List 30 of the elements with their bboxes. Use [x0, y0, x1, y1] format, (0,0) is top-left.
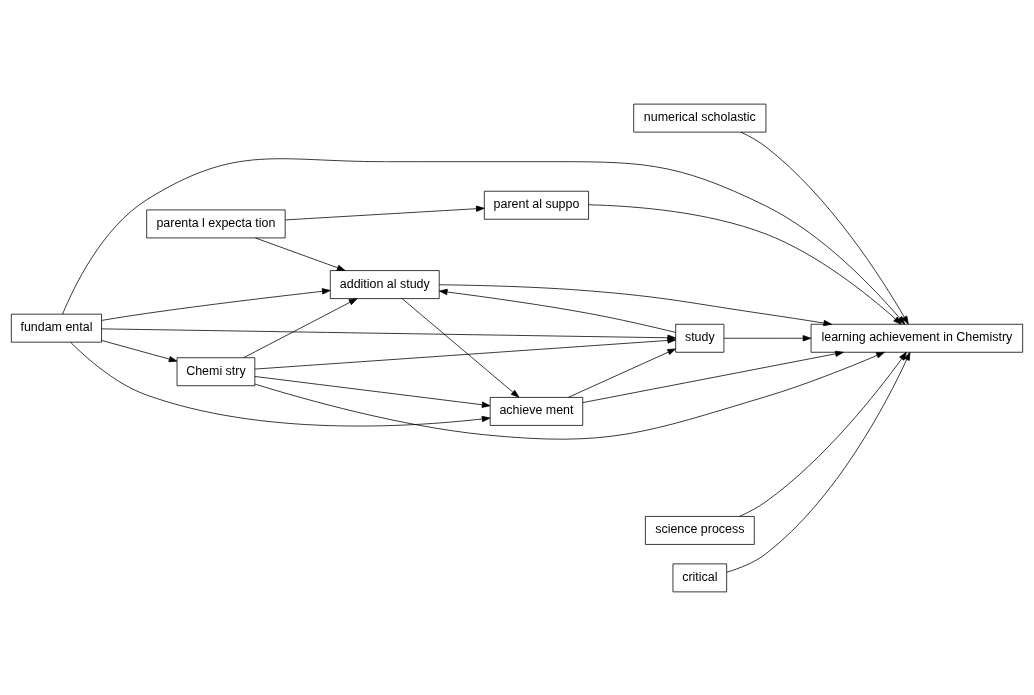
arrow — [254, 351, 885, 440]
arrow — [101, 339, 178, 362]
node-box: study — [675, 323, 725, 353]
arrow — [284, 205, 485, 220]
arrow — [62, 157, 906, 325]
node-box: parent al suppo — [483, 190, 589, 220]
arrow — [255, 237, 346, 271]
arrow — [438, 283, 832, 326]
node-box: parenta l expecta tion — [146, 209, 286, 238]
node-box: fundam ental — [10, 313, 102, 343]
arrow — [740, 131, 909, 324]
node-box: numerical scholastic — [633, 103, 767, 132]
node-box: critical — [672, 563, 728, 592]
arrow — [101, 287, 331, 321]
node-box: addition al study — [329, 269, 440, 299]
arrow — [723, 334, 812, 341]
arrow — [243, 297, 358, 358]
arrow — [401, 297, 520, 398]
arrow — [439, 288, 677, 333]
arrow — [726, 351, 911, 572]
node-box: Chemi stry — [176, 356, 256, 386]
arrow — [254, 375, 491, 408]
arrow — [582, 350, 844, 403]
arrow — [568, 348, 676, 398]
arrow — [70, 341, 491, 426]
arrow — [739, 351, 907, 517]
node-box: learning achievement in Chemistry — [810, 323, 1024, 353]
node-box: science process — [644, 515, 755, 545]
arrow — [588, 203, 902, 325]
node-box: achieve ment — [489, 396, 584, 426]
